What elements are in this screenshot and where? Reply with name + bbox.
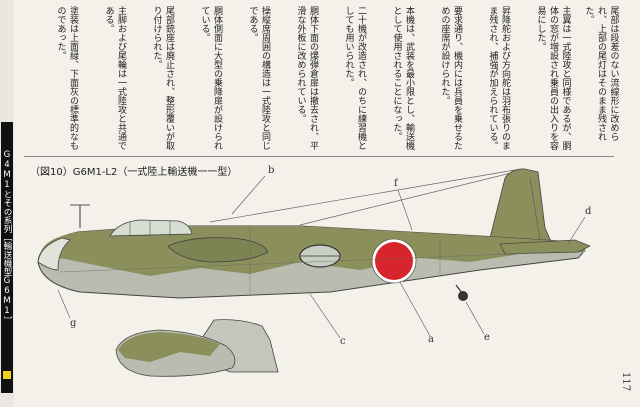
text-column: 胴体側面に大型の乗降扉が設けられている。 — [199, 6, 223, 150]
callout-g: g — [70, 318, 77, 329]
callout-a: a — [428, 334, 434, 345]
section-title: G4M1とその系列［輸送機型G6M1］ — [2, 150, 12, 325]
text-column: 尾部は段差のない流線形に改められ、上部の尾灯はそのまま残された。 — [583, 6, 619, 141]
rudder-hinge — [529, 177, 541, 241]
section-tab — [1, 122, 13, 393]
lower-view-camouflage — [118, 332, 220, 362]
text-column: 二十機が改造され、のちに練習機としても用いられた。 — [343, 6, 367, 150]
callout-b: b — [268, 165, 275, 176]
horizontal-tail — [499, 239, 591, 255]
tail-wheel — [458, 291, 468, 301]
text-column: 要求通り、機内には兵員を乗せるための座席が設けられた。 — [439, 6, 463, 150]
figure-caption: （図10）G6M1-L2（一式陸上輸送機一一型） — [30, 167, 238, 178]
text-column: 主脚および尾輪は一式陸攻と共通である。 — [103, 6, 127, 150]
text-column: 尾部銃座は廃止され、整形覆いが取り付けられた。 — [151, 6, 175, 150]
text-column: 本機は、武装を最小限とし、輸送機として使用されることになった。 — [391, 6, 415, 150]
article-text: 尾部は段差のない流線形に改められ、上部の尾灯はそのまま残された。 主翼は一式陸攻… — [22, 6, 622, 156]
callout-d: d — [585, 206, 592, 217]
text-column: 塗装は上面緑、下面灰の標準的なものであった。 — [55, 6, 79, 150]
callout-f: f — [394, 178, 398, 189]
antenna-wire — [299, 171, 516, 226]
nose-glazing — [37, 237, 71, 271]
text-column: 操縦席周囲の構造は一式陸攻と同じである。 — [247, 6, 271, 150]
callout-c: c — [340, 336, 346, 347]
divider — [24, 156, 614, 157]
hinomaru — [375, 242, 413, 280]
text-column: 主翼は一式陸攻と同様であるが、胴体の窓が増設され乗員の出入りを容易にした。 — [535, 6, 571, 150]
engine-nacelle — [167, 237, 269, 263]
cockpit-canopy — [109, 219, 193, 237]
page-number: 117 — [620, 372, 631, 392]
antenna-wire — [209, 169, 516, 223]
text-column: 胴体下面の爆弾倉扉は撤去され、平滑な外板に改められている。 — [295, 6, 319, 150]
callout-e: e — [484, 332, 490, 343]
section-marker — [3, 371, 11, 379]
text-column: 昇降舵および方向舵は羽布張りのまま残され、補強が加えられている。 — [487, 6, 511, 150]
